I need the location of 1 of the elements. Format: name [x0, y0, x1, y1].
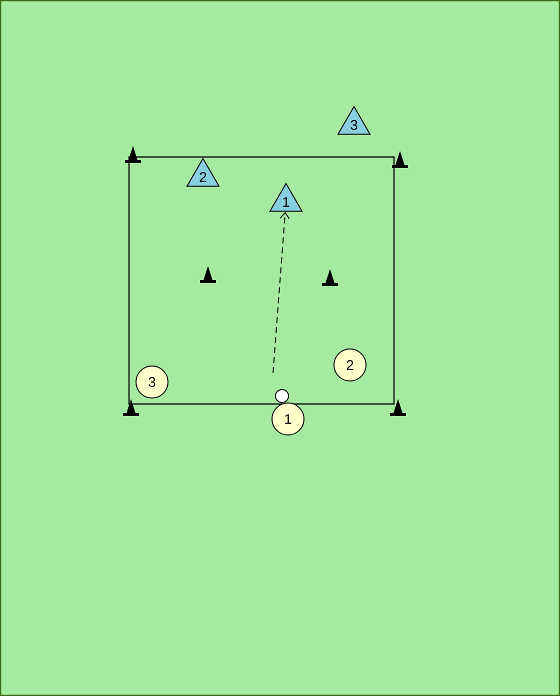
pass-arrow	[272, 212, 290, 374]
